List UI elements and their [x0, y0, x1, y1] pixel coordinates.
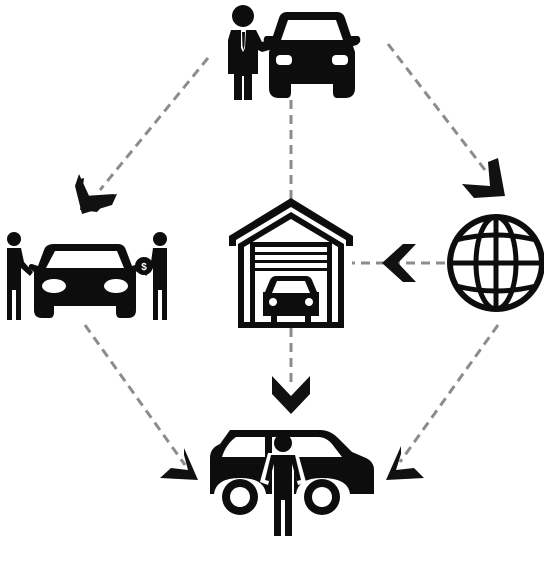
edge-online-to-buyer — [398, 324, 500, 463]
edge-dealer-to-online — [386, 43, 487, 171]
car-buyer-icon — [210, 430, 374, 540]
arrowhead-buyer-right — [386, 446, 424, 480]
arrowheads — [75, 158, 505, 480]
arrowhead-online — [462, 158, 505, 198]
arrowhead-private-sale-fill — [75, 174, 117, 214]
arrowhead-garage — [382, 244, 416, 282]
globe-icon — [447, 214, 544, 312]
connectors — [83, 43, 500, 466]
arrowhead-buyer-top — [272, 376, 310, 414]
car-dealer-icon — [228, 5, 361, 100]
garage-icon — [229, 198, 353, 328]
arrowhead-buyer-left — [160, 448, 198, 480]
edge-dealer-to-private-sale — [98, 57, 210, 191]
svg-text:$: $ — [141, 262, 147, 273]
edge-private-sale-to-buyer — [83, 324, 187, 466]
private-sale-icon: $ — [7, 232, 167, 320]
